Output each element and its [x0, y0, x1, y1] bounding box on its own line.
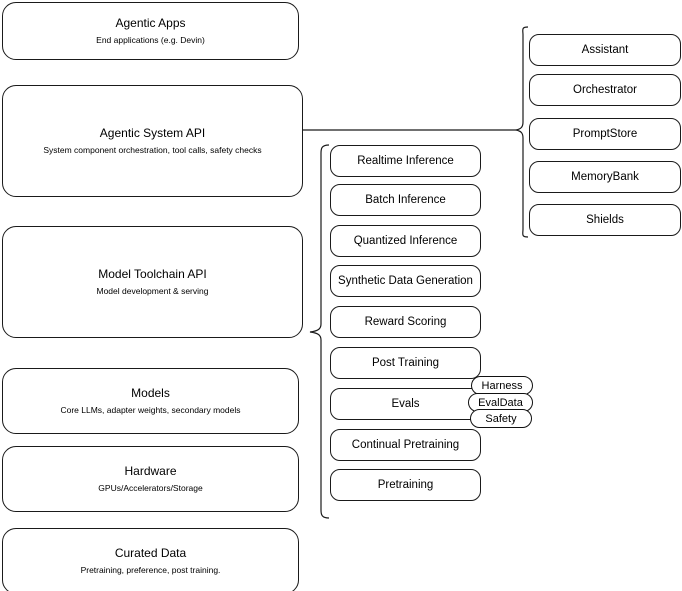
- capability-batch-inference[interactable]: Batch Inference: [330, 184, 481, 216]
- stack-layer-title: Agentic System API: [99, 126, 206, 141]
- stack-layer-agentic-system-api[interactable]: Agentic System API System component orch…: [2, 85, 303, 197]
- eval-badge-label: EvalData: [478, 396, 523, 409]
- system-component-label: MemoryBank: [571, 171, 639, 183]
- stack-layer-subtitle: System component orchestration, tool cal…: [43, 145, 262, 156]
- capability-continual-pretraining[interactable]: Continual Pretraining: [330, 429, 481, 461]
- capability-label: Pretraining: [377, 479, 434, 491]
- capability-reward-scoring[interactable]: Reward Scoring: [330, 306, 481, 338]
- stack-layer-title: Agentic Apps: [115, 16, 186, 31]
- system-component-promptstore[interactable]: PromptStore: [529, 118, 681, 150]
- capability-label: Post Training: [371, 357, 440, 369]
- stack-layer-subtitle: End applications (e.g. Devin): [96, 35, 205, 46]
- stack-layer-subtitle: Pretraining, preference, post training.: [80, 565, 221, 576]
- capability-post-training[interactable]: Post Training: [330, 347, 481, 379]
- capability-label: Quantized Inference: [353, 235, 458, 247]
- capability-label: Batch Inference: [365, 194, 446, 206]
- system-components-brace: [515, 26, 529, 238]
- stack-layer-subtitle: Core LLMs, adapter weights, secondary mo…: [60, 405, 241, 416]
- system-component-label: Assistant: [581, 44, 629, 56]
- stack-layer-hardware[interactable]: Hardware GPUs/Accelerators/Storage: [2, 446, 299, 512]
- stack-layer-title: Hardware: [124, 464, 177, 479]
- system-component-label: PromptStore: [572, 128, 638, 140]
- capability-synthetic-data-generation[interactable]: Synthetic Data Generation: [330, 265, 481, 297]
- capability-pretraining[interactable]: Pretraining: [330, 469, 481, 501]
- capability-label: Synthetic Data Generation: [338, 275, 473, 287]
- capability-label: Continual Pretraining: [351, 439, 460, 451]
- eval-badge-safety[interactable]: Safety: [470, 409, 532, 428]
- system-component-orchestrator[interactable]: Orchestrator: [529, 74, 681, 106]
- eval-badge-label: Safety: [485, 412, 517, 425]
- capability-realtime-inference[interactable]: Realtime Inference: [330, 145, 481, 177]
- eval-badge-label: Harness: [481, 379, 523, 392]
- system-component-shields[interactable]: Shields: [529, 204, 681, 236]
- capability-evals[interactable]: Evals: [330, 388, 481, 420]
- stack-layer-model-toolchain-api[interactable]: Model Toolchain API Model development & …: [2, 226, 303, 338]
- capability-quantized-inference[interactable]: Quantized Inference: [330, 225, 481, 257]
- stack-layer-title: Model Toolchain API: [98, 267, 207, 282]
- system-component-label: Orchestrator: [573, 84, 637, 96]
- stack-layer-subtitle: GPUs/Accelerators/Storage: [98, 483, 203, 494]
- system-component-label: Shields: [586, 214, 624, 226]
- stack-layer-title: Curated Data: [114, 546, 187, 561]
- system-component-assistant[interactable]: Assistant: [529, 34, 681, 66]
- stack-layer-subtitle: Model development & serving: [96, 286, 209, 297]
- stack-layer-agentic-apps[interactable]: Agentic Apps End applications (e.g. Devi…: [2, 2, 299, 60]
- capability-label: Evals: [391, 398, 420, 410]
- capability-label: Reward Scoring: [364, 316, 447, 328]
- toolchain-capabilities-brace: [309, 144, 330, 519]
- stack-layer-title: Models: [131, 386, 170, 401]
- stack-layer-curated-data[interactable]: Curated Data Pretraining, preference, po…: [2, 528, 299, 591]
- stack-layer-models[interactable]: Models Core LLMs, adapter weights, secon…: [2, 368, 299, 434]
- system-component-memorybank[interactable]: MemoryBank: [529, 161, 681, 193]
- capability-label: Realtime Inference: [357, 155, 454, 167]
